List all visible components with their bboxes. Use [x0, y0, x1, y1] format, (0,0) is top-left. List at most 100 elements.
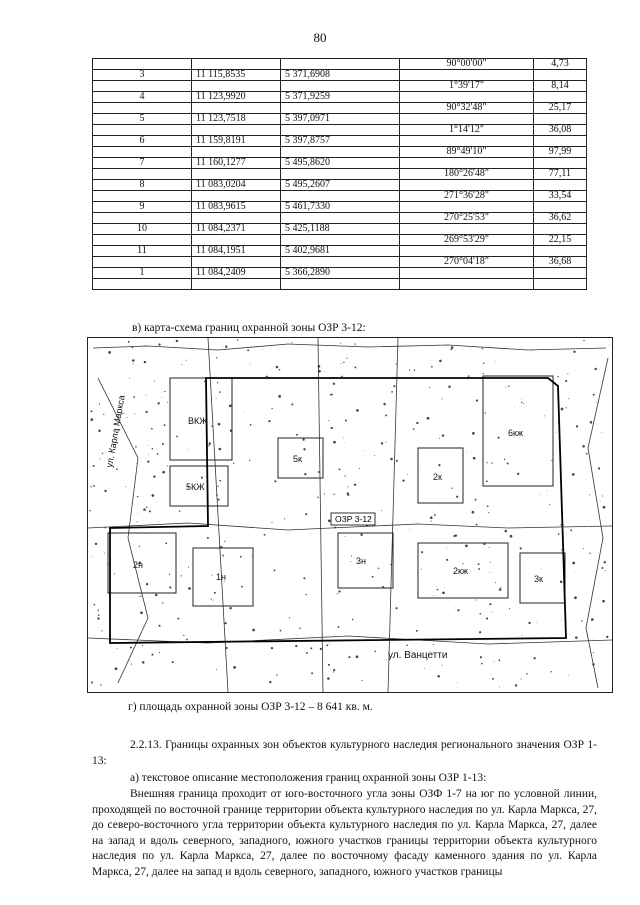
map-speckle [142, 645, 144, 647]
map-speckle [354, 343, 356, 345]
map-speckle [432, 643, 434, 645]
map-speckle [241, 585, 243, 588]
map-speckle [441, 398, 443, 400]
map-speckle [390, 457, 393, 461]
map-speckle [514, 407, 515, 409]
cell-x: 11 083,0204 [191, 179, 281, 191]
map-speckle [208, 444, 210, 447]
map-speckle [340, 362, 342, 364]
map-speckle [589, 552, 591, 554]
cell-y: 5 371,6908 [280, 69, 400, 81]
map-speckle [274, 480, 277, 483]
map-speckle [497, 436, 500, 439]
map-speckle [326, 644, 329, 647]
map-speckle [521, 634, 523, 636]
map-speckle [374, 455, 375, 457]
map-speckle [249, 424, 252, 426]
map-speckle [484, 412, 487, 414]
map-speckle [329, 393, 332, 396]
map-speckle [521, 401, 523, 404]
map-speckle [291, 341, 293, 344]
map-speckle [491, 462, 493, 464]
cell-y [280, 102, 400, 114]
map-speckle [421, 551, 424, 554]
map-speckle [478, 631, 482, 634]
cell-x [191, 58, 281, 70]
map-speckle [328, 642, 330, 644]
map-speckle [279, 629, 282, 632]
map-speckle [269, 680, 272, 684]
map-speckle [358, 467, 360, 469]
map-speckle [224, 622, 227, 625]
map-speckle [206, 537, 209, 539]
map-speckle [582, 445, 585, 448]
map-speckle [456, 682, 458, 684]
map-speckle [225, 646, 228, 650]
map-speckle [354, 685, 356, 687]
map-speckle [210, 598, 212, 600]
map-speckle [101, 452, 104, 454]
cell-num [92, 102, 192, 114]
map-speckle [165, 542, 168, 545]
map-speckle [560, 524, 562, 526]
map-drawing: ВКЖ 5КЖ 6кж 2к 2н 1н 5к 3н 2кж 3к ул. Ва… [88, 338, 612, 692]
table-row: 270°04'18"36,68 [92, 256, 587, 268]
map-speckle [486, 462, 488, 464]
map-speckle [328, 419, 330, 422]
map-speckle [351, 555, 353, 557]
map-speckle [334, 526, 337, 529]
cell-y [280, 212, 400, 224]
map-speckle [149, 494, 150, 496]
map-speckle [354, 366, 357, 369]
zone-label-box [330, 512, 376, 526]
map-speckle [343, 361, 345, 364]
map-speckle [544, 415, 545, 417]
cell-num: 5 [92, 113, 192, 125]
map-speckle [136, 521, 138, 523]
cell-length: 97,99 [533, 146, 587, 158]
map-speckle [571, 473, 575, 476]
building-3n [337, 532, 394, 589]
map-speckle [158, 624, 161, 627]
map-speckle [592, 652, 594, 654]
map-speckle [332, 382, 336, 385]
map-speckle [158, 652, 161, 654]
cell-num: 1 [92, 267, 192, 279]
map-speckle [568, 398, 570, 400]
map-speckle [488, 547, 490, 549]
map-speckle [517, 472, 520, 475]
map-speckle [426, 416, 430, 420]
map-speckle [499, 686, 500, 688]
map-speckle [99, 458, 101, 460]
map-speckle [533, 657, 536, 660]
map-speckle [92, 464, 95, 467]
map-speckle [565, 379, 568, 383]
map-speckle [229, 429, 233, 432]
map-speckle [567, 373, 569, 375]
map-speckle [147, 444, 149, 446]
map-speckle [506, 462, 509, 465]
map-speckle [589, 494, 590, 496]
table-row: 90°00'00"4,73 [92, 58, 587, 70]
map-speckle [181, 364, 183, 366]
map-speckle [317, 365, 321, 368]
map-speckle [248, 459, 251, 462]
zone-label: ОЗР 3-12 [335, 514, 372, 524]
map-speckle [333, 493, 335, 496]
cell-angle [399, 157, 534, 169]
map-speckle [148, 510, 151, 513]
cell-length: 8,14 [533, 80, 587, 92]
cell-y: 5 371,9259 [280, 91, 400, 103]
map-speckle [139, 596, 141, 597]
map-speckle [104, 527, 106, 529]
map-speckle [592, 393, 595, 396]
map-speckle [565, 407, 567, 409]
map-speckle [97, 617, 100, 620]
map-speckle [390, 563, 392, 566]
map-speckle [224, 345, 228, 348]
cell-x [191, 256, 281, 268]
cell-x: 11 159,8191 [191, 135, 281, 147]
